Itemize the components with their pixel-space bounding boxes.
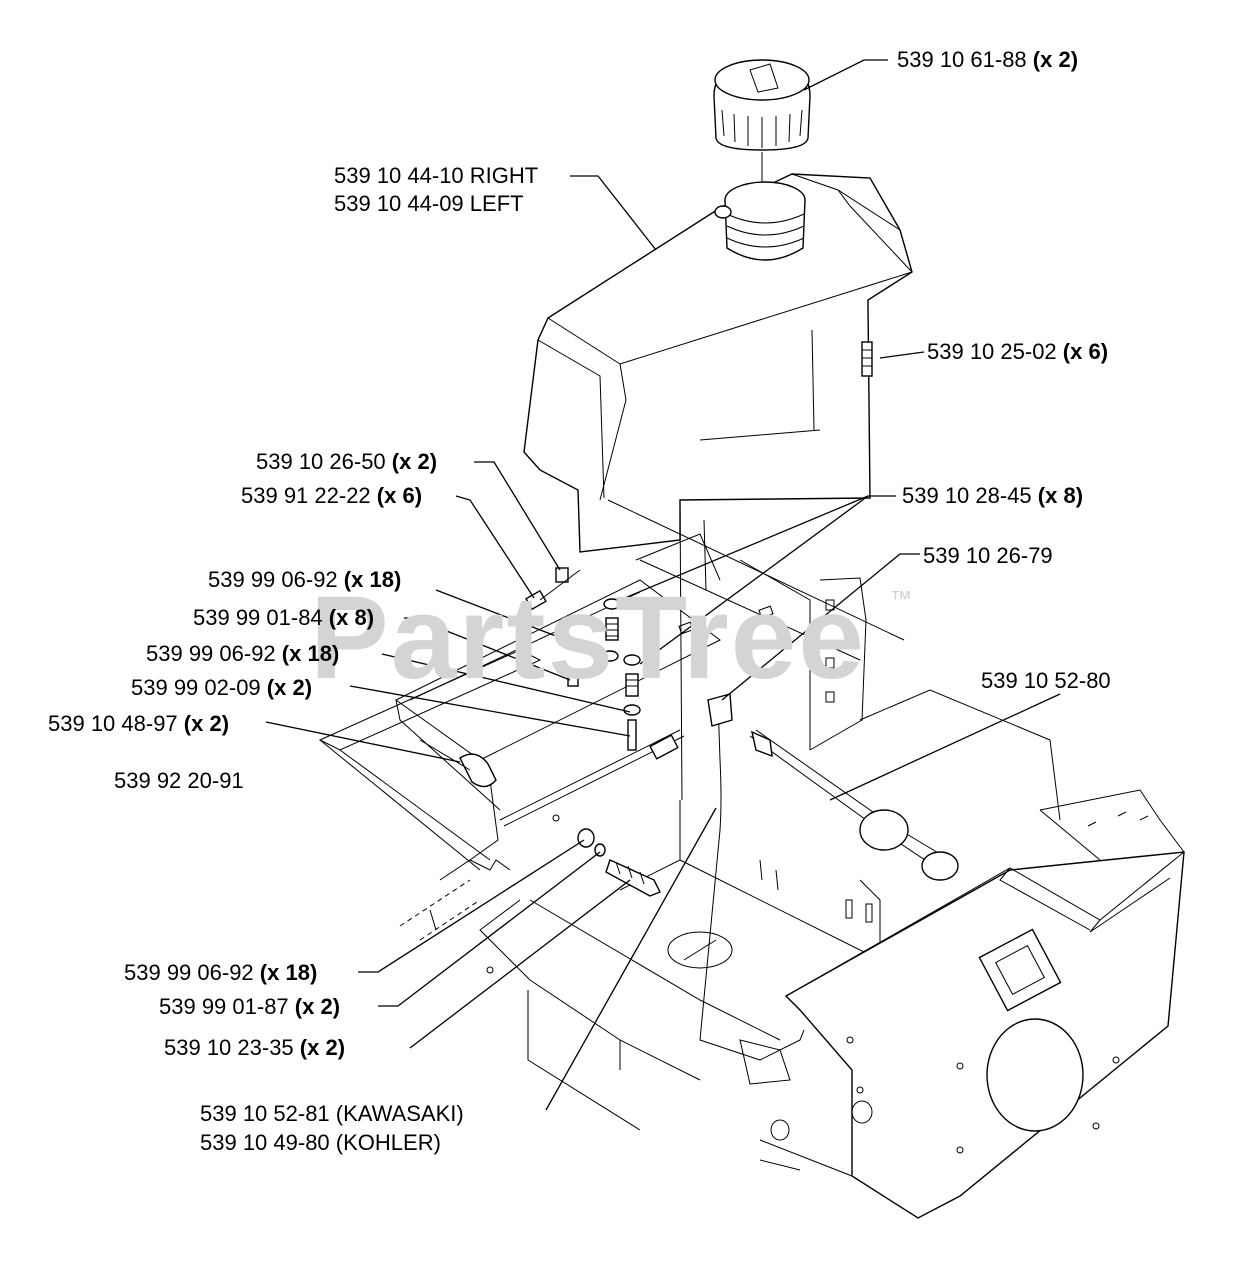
fuel-lines bbox=[699, 693, 959, 1085]
fuel-cap bbox=[713, 59, 811, 200]
callout-539-10-26-79[interactable]: 539 10 26-79 bbox=[923, 543, 1053, 568]
callout-539-10-28-45[interactable]: 539 10 28-45 (x 8) bbox=[902, 483, 1084, 508]
callout-539-10-26-50[interactable]: 539 10 26-50 (x 2) bbox=[256, 449, 438, 474]
watermark: PartsTree bbox=[310, 572, 866, 704]
callout-539-99-02-09[interactable]: 539 99 02-09 (x 2) bbox=[131, 675, 313, 700]
chassis-frame bbox=[318, 579, 1185, 1219]
leader-lines bbox=[265, 59, 1061, 1111]
callout-539-99-01-84[interactable]: 539 99 01-84 (x 8) bbox=[193, 605, 375, 630]
callout-539-92-20-91[interactable]: 539 92 20-91 bbox=[114, 768, 244, 793]
callout-539-91-22-22[interactable]: 539 91 22-22 (x 6) bbox=[241, 483, 423, 508]
callout-539-99-06-92-a[interactable]: 539 99 06-92 (x 18) bbox=[208, 567, 402, 592]
callout-539-10-25-02[interactable]: 539 10 25-02 (x 6) bbox=[927, 339, 1109, 364]
callout-539-10-49-80[interactable]: 539 10 49-80 (KOHLER) bbox=[200, 1130, 441, 1155]
callout-539-99-06-92-c[interactable]: 539 99 06-92 (x 18) bbox=[124, 960, 318, 985]
callout-539-10-52-81[interactable]: 539 10 52-81 (KAWASAKI) bbox=[200, 1101, 464, 1126]
callout-539-10-23-35[interactable]: 539 10 23-35 (x 2) bbox=[164, 1035, 346, 1060]
callout-539-10-48-97[interactable]: 539 10 48-97 (x 2) bbox=[48, 711, 230, 736]
watermark-trademark: ™ bbox=[890, 586, 912, 611]
callout-539-99-06-92-b[interactable]: 539 99 06-92 (x 18) bbox=[146, 641, 340, 666]
callout-539-10-44-10[interactable]: 539 10 44-10 RIGHT bbox=[334, 163, 539, 188]
hardware-stack bbox=[399, 567, 685, 941]
callout-539-10-52-80[interactable]: 539 10 52-80 bbox=[981, 668, 1111, 693]
callout-539-10-44-09[interactable]: 539 10 44-09 LEFT bbox=[334, 191, 524, 216]
fuel-tank bbox=[523, 173, 913, 553]
callout-539-99-01-87[interactable]: 539 99 01-87 (x 2) bbox=[159, 994, 341, 1019]
callout-539-10-61-88[interactable]: 539 10 61-88 (x 2) bbox=[897, 47, 1079, 72]
